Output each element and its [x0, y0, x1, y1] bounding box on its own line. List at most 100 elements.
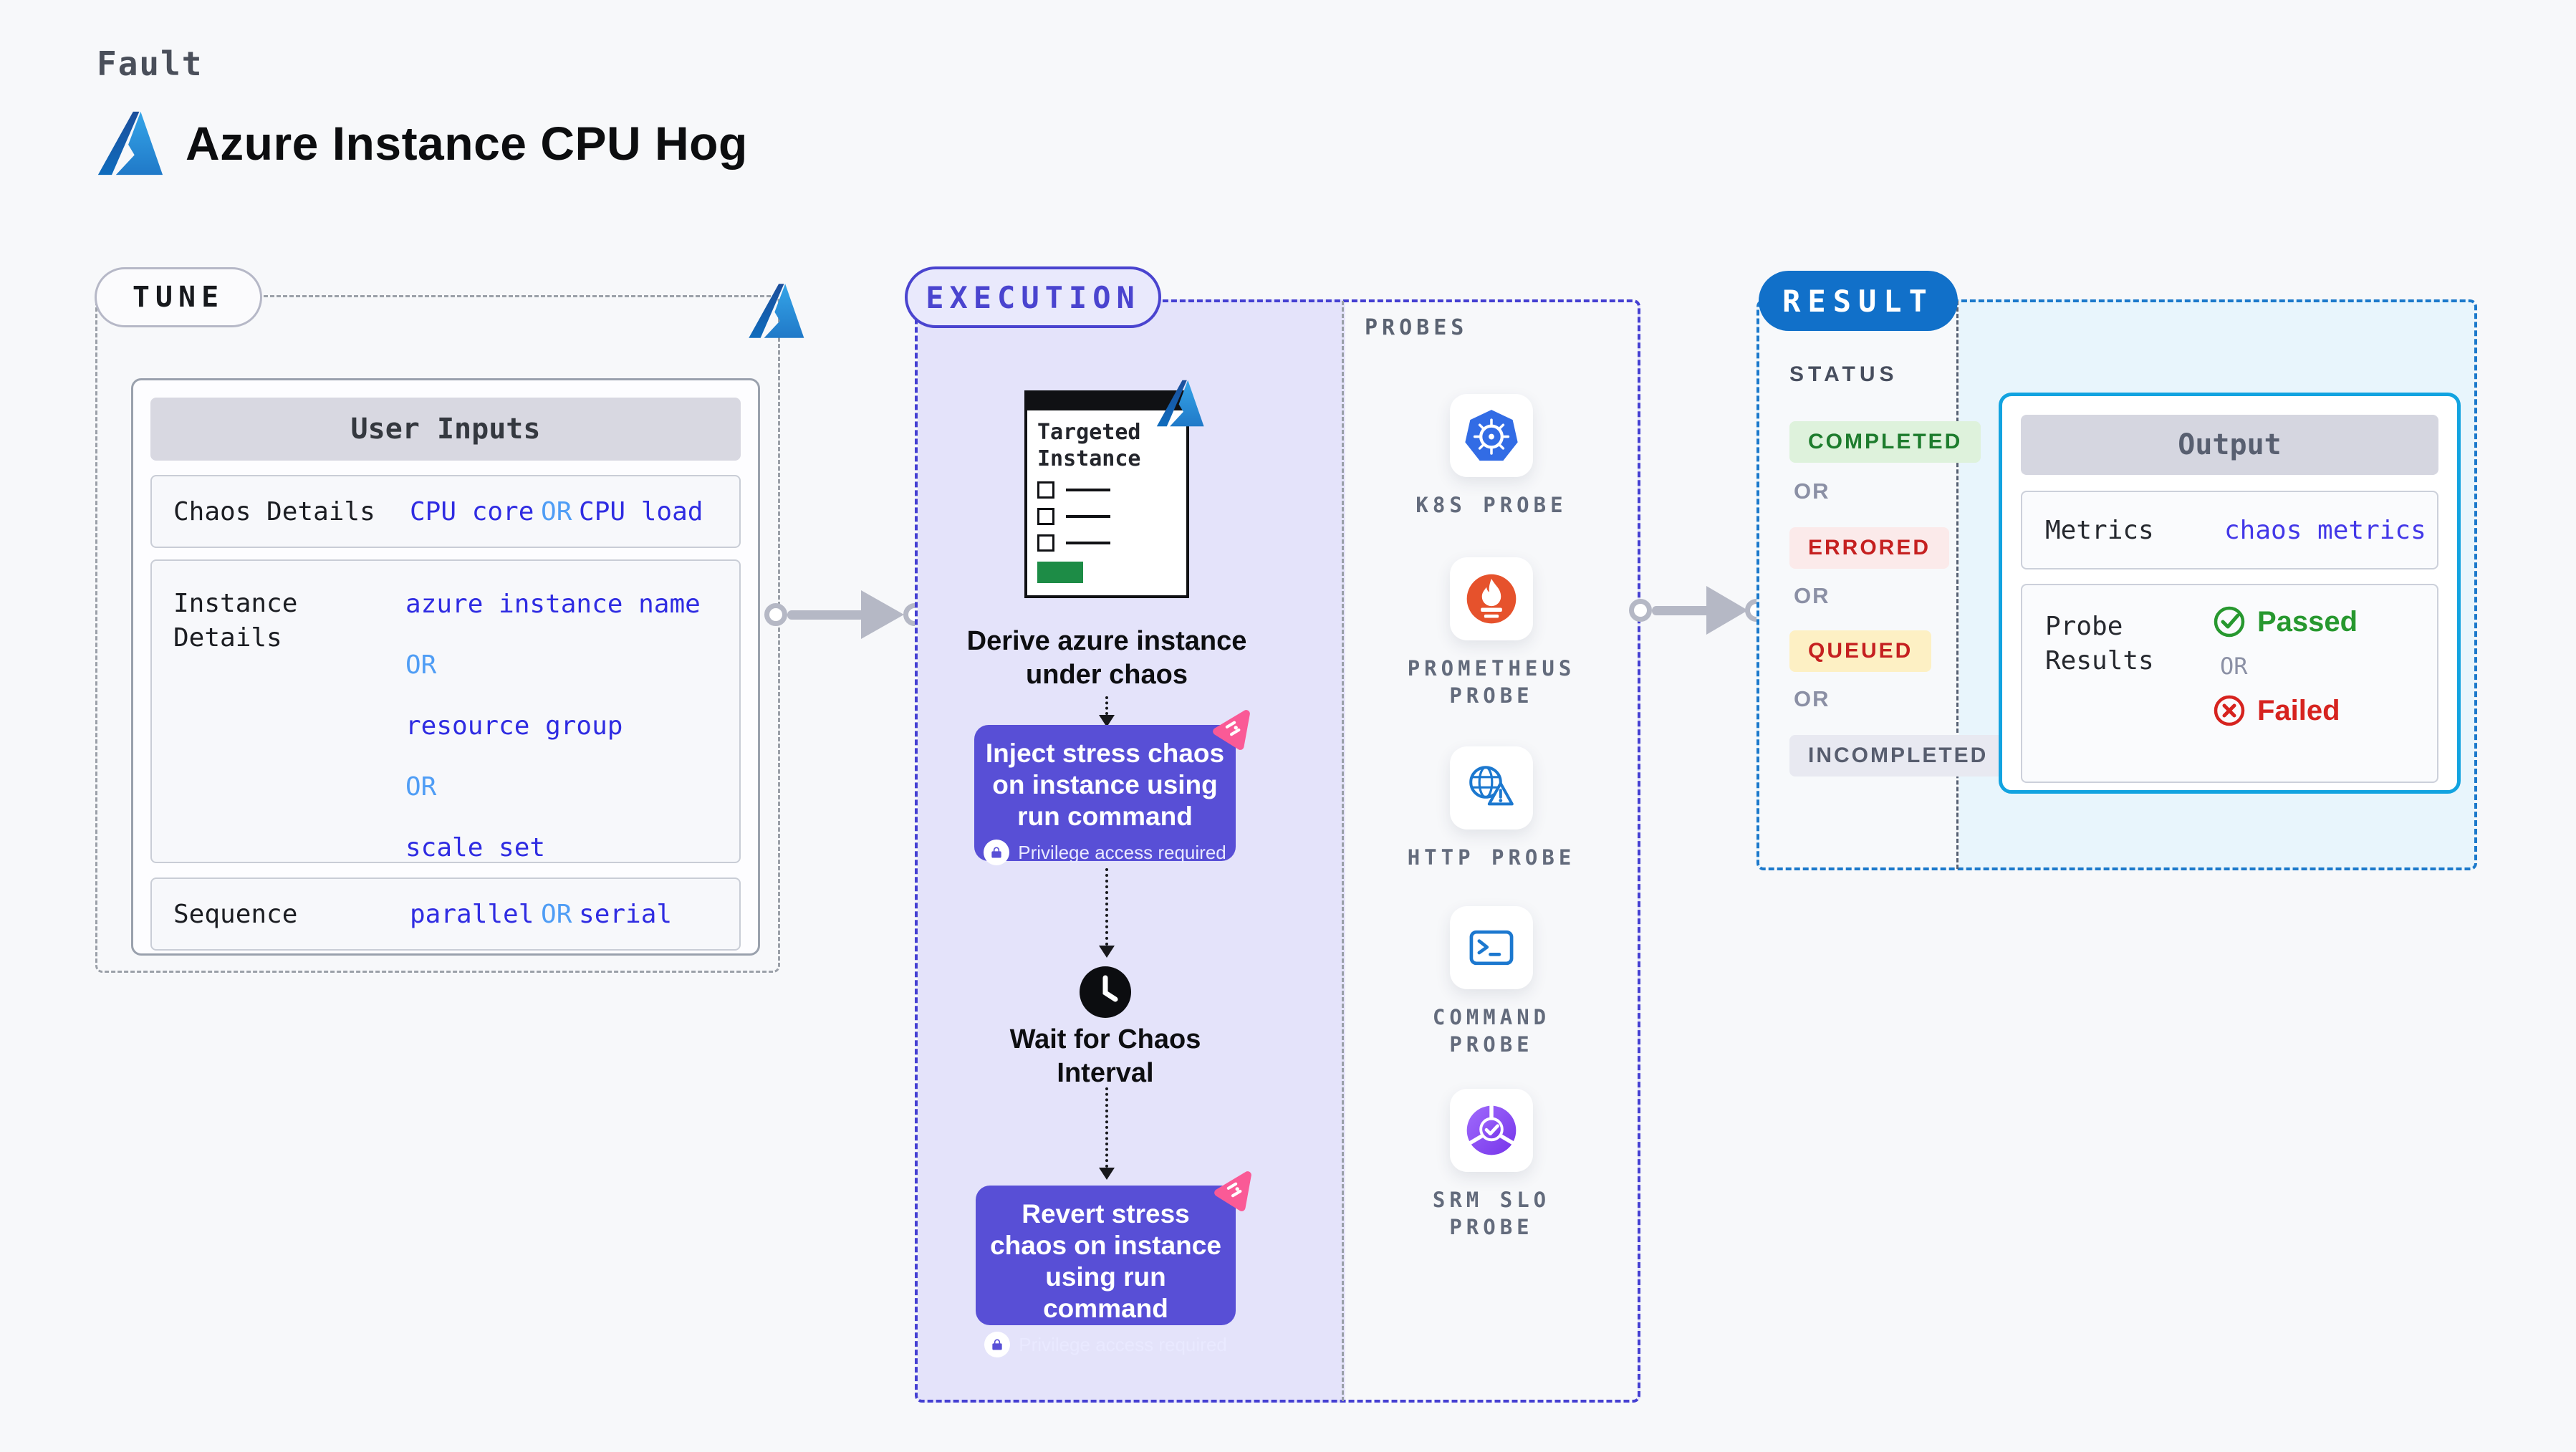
revert-chaos-text: Revert stress chaos on instance using ru… [990, 1199, 1221, 1323]
probe-card [1450, 906, 1533, 989]
chaos-details-label: Chaos Details [173, 496, 375, 527]
text-line [1066, 542, 1110, 544]
probes-label: PROBES [1365, 315, 1469, 340]
status-badge-incompleted: INCOMPLETED [1789, 735, 2007, 777]
probe-label: HTTP PROBE [1407, 845, 1576, 870]
wait-interval-caption: Wait for Chaos Interval [1009, 1024, 1201, 1088]
chaos-details-row: Chaos Details CPU core OR CPU load [150, 475, 741, 548]
checkbox-icon [1037, 508, 1054, 525]
output-title: Output [2021, 415, 2438, 475]
or-separator: OR [1794, 583, 1830, 608]
targeted-instance-title: Targeted Instance [1037, 420, 1141, 471]
instance-details-label: Instance Details [173, 589, 298, 653]
status-badge-completed: COMPLETED [1789, 421, 1981, 463]
page-header: Azure Instance CPU Hog [95, 109, 748, 178]
lock-icon [984, 840, 1010, 865]
metrics-label: Metrics [2045, 515, 2154, 545]
prometheus-icon [1466, 574, 1517, 624]
tune-badge: TUNE [95, 267, 262, 327]
connector-node [764, 603, 787, 626]
chaos-details-value: CPU core OR CPU load [410, 496, 703, 527]
connector-node [1629, 599, 1652, 622]
probe-card [1450, 394, 1533, 477]
status-badge-errored: ERRORED [1789, 527, 1950, 569]
flow-connector [1105, 1087, 1108, 1168]
checkbox-icon [1037, 534, 1054, 552]
chaos-pink-icon [1213, 710, 1250, 750]
revert-chaos-card: Revert stress chaos on instance using ru… [976, 1186, 1236, 1357]
x-circle-icon [2214, 695, 2245, 726]
arrow-right-icon [861, 590, 904, 639]
probe-item-srm-slo: SRM SLO PROBE [1398, 1089, 1585, 1241]
check-circle-icon [2214, 606, 2245, 638]
fault-eyebrow: Fault [97, 44, 203, 83]
checkbox-icon [1037, 481, 1054, 499]
instance-list-item [1037, 481, 1176, 499]
probe-label: PROMETHEUS PROBE [1407, 656, 1576, 708]
http-globe-warning-icon [1469, 766, 1514, 806]
result-badge: RESULT [1759, 271, 1958, 331]
sequence-row: Sequence parallel OR serial [150, 878, 741, 951]
probe-card [1450, 746, 1533, 830]
status-output-divider [1956, 301, 1959, 869]
derive-instance-caption: Derive azure instance under chaos [966, 626, 1247, 690]
privilege-note: Privilege access required [976, 1332, 1236, 1357]
probe-card [1450, 1089, 1533, 1172]
probe-item-k8s: K8S PROBE [1398, 394, 1585, 519]
connector-line [1652, 606, 1711, 615]
text-line [1066, 489, 1110, 491]
inject-chaos-card: Inject stress chaos on instance using ru… [974, 725, 1236, 865]
probe-results-row: Probe Results Passed OR Failed [2021, 584, 2438, 783]
user-inputs-title: User Inputs [150, 398, 741, 461]
arrow-right-icon [1706, 586, 1748, 635]
passed-row: Passed [2213, 605, 2358, 638]
azure-logo-icon [97, 111, 163, 176]
azure-logo-icon [1156, 380, 1204, 427]
probe-label: COMMAND PROBE [1432, 1005, 1551, 1057]
instance-details-row: Instance Details azure instance name OR … [150, 559, 741, 863]
probe-card [1450, 557, 1533, 640]
probe-item-command: COMMAND PROBE [1398, 906, 1585, 1058]
window-titlebar [1027, 393, 1186, 410]
tune-panel [95, 295, 780, 973]
connector-line [787, 610, 865, 620]
user-inputs-card: User Inputs Chaos Details CPU core OR CP… [131, 378, 760, 956]
arrow-down-icon [1099, 715, 1115, 727]
chaos-pink-icon [1214, 1171, 1251, 1211]
clock-icon [1080, 966, 1131, 1018]
page-title: Azure Instance CPU Hog [186, 117, 748, 170]
privilege-note: Privilege access required [974, 840, 1236, 865]
status-bar-green [1037, 562, 1083, 583]
probe-label: K8S PROBE [1416, 493, 1567, 517]
kubernetes-icon [1465, 410, 1518, 461]
or-separator: OR [2220, 653, 2248, 680]
instance-list-item [1037, 534, 1176, 552]
sequence-value: parallel OR serial [410, 899, 673, 929]
arrow-down-icon [1099, 1168, 1115, 1180]
execution-probes-divider [1342, 301, 1344, 1401]
lock-icon [984, 1332, 1011, 1357]
or-separator: OR [1794, 479, 1830, 504]
probe-item-prometheus: PROMETHEUS PROBE [1398, 557, 1585, 709]
inject-chaos-text: Inject stress chaos on instance using ru… [985, 739, 1225, 831]
probe-item-http: HTTP PROBE [1398, 746, 1585, 871]
flow-connector [1105, 696, 1108, 715]
output-card: Output Metrics chaos metrics Probe Resul… [1999, 393, 2461, 794]
failed-row: Failed [2213, 694, 2358, 727]
flow-connector [1105, 868, 1108, 946]
passed-text: Passed [2257, 605, 2358, 638]
instance-details-values: azure instance name OR resource group OR… [405, 590, 701, 862]
slo-donut-check-icon [1466, 1105, 1517, 1155]
probe-label: SRM SLO PROBE [1432, 1188, 1551, 1239]
text-line [1066, 515, 1110, 518]
metrics-value: chaos metrics [2224, 515, 2426, 545]
probe-results-label: Probe Results [2045, 612, 2154, 675]
failed-text: Failed [2257, 694, 2340, 726]
execution-badge: EXECUTION [905, 266, 1161, 328]
metrics-row: Metrics chaos metrics [2021, 491, 2438, 569]
status-badge-queued: QUEUED [1789, 630, 1932, 672]
arrow-down-icon [1099, 946, 1115, 958]
instance-list-item [1037, 508, 1176, 525]
status-label: STATUS [1789, 362, 1898, 386]
